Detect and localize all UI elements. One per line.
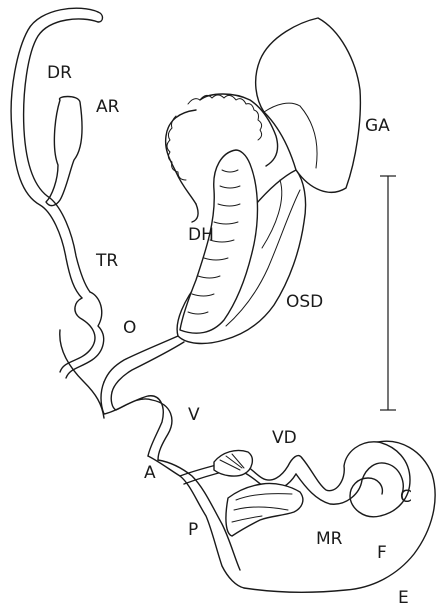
label-ga: GA xyxy=(365,116,390,136)
label-dh: DH xyxy=(188,225,214,245)
oviduct-o xyxy=(104,336,184,392)
diverticulum-duct xyxy=(11,8,102,298)
label-a: A xyxy=(144,463,156,483)
label-e: E xyxy=(398,588,409,606)
label-dr: DR xyxy=(47,63,72,83)
accessory-receptacle xyxy=(46,97,82,206)
gland-ga xyxy=(256,18,361,192)
label-v: V xyxy=(188,405,200,425)
tr-loop xyxy=(60,292,104,418)
label-f: F xyxy=(377,543,387,563)
glandular-tuft xyxy=(214,450,252,476)
label-p: P xyxy=(188,520,198,540)
label-c: C xyxy=(400,487,412,507)
label-o: O xyxy=(123,318,136,338)
label-mr: MR xyxy=(316,529,343,549)
scale-bar xyxy=(380,176,396,410)
label-tr: TR xyxy=(95,251,118,271)
vagina-v xyxy=(101,382,172,460)
label-vd: VD xyxy=(272,428,297,448)
label-osd: OSD xyxy=(286,292,323,312)
label-ar: AR xyxy=(96,97,120,117)
retractor-muscle xyxy=(226,483,303,536)
